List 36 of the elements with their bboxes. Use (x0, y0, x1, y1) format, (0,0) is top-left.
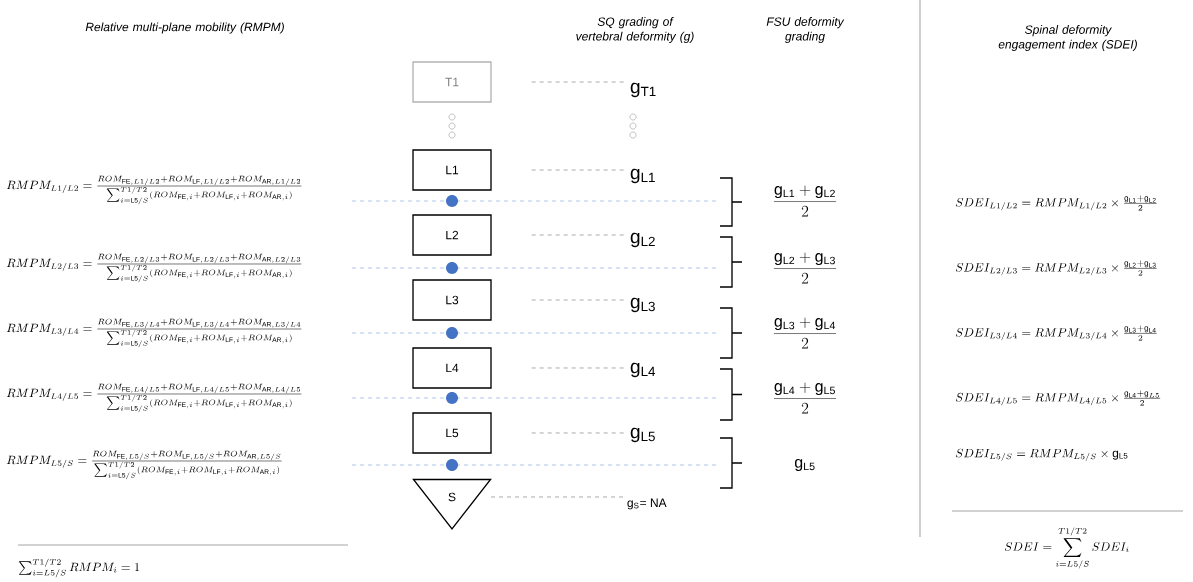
grade-label: g$_{S}$= NA (627, 498, 667, 510)
grade-label: g$_{L1}$ (630, 168, 655, 184)
grade-label: g$_{T1}$ (630, 82, 656, 98)
formula: $RMPM_{L5/S} = \frac{ROM_{\mathrm{FE},L5/S}+ROM_{\mathrm{LF},L5/S}+ROM_{\mathrm{AR},L5/S}}{\sum_{i=\mathrm{L5}/S}^{T1/T2}(ROM_{\mathrm{FE},i}+ROM_{\mathrm{LF},i}+ROM_{\mathrm{AR},i})}$ (6, 450, 282, 480)
formula: $SDEI = \sum_{i=L5/S}^{T1/T2} SDEI_i$ (1004, 527, 1129, 569)
formula: $SDEI_{L4/L5} = RMPM_{L4/L5} \times \frac{\mathrm{g}_{\mathrm{L4}}+\mathrm{g}_{L5}}{2}$ (955, 390, 1161, 406)
formula: $\mathrm{g}_{\mathrm{L5}}$ (794, 459, 815, 471)
sacrum-triangle: S (412, 478, 492, 530)
formula: $RMPM_{L3/L4} = \frac{ROM_{\mathrm{FE},L3/L4}+ROM_{\mathrm{LF},L3/L4}+ROM_{\mathrm{AR},L3/L4}}{\sum_{i=\mathrm{L5}/S}^{T1/T2}(ROM_{\mathrm{FE},i}+ROM_{\mathrm{LF},i}+ROM_{\mathrm{AR},i})}$ (6, 318, 302, 348)
column-heading: Spinal deformity engagement index (SDEI) (998, 25, 1137, 51)
vertebra-box: L1 (412, 149, 492, 191)
formula: $\frac{\mathrm{g}_{\mathrm{L3}}+\mathrm{g}_{\mathrm{L4}}}{2}$ (773, 317, 837, 349)
column-heading: FSU deformity grading (766, 17, 845, 43)
formula: $RMPM_{L4/L5} = \frac{ROM_{\mathrm{FE},L4/L5}+ROM_{\mathrm{LF},L4/L5}+ROM_{\mathrm{AR},L4/L5}}{\sum_{i=\mathrm{L5}/S}^{T1/T2}(ROM_{\mathrm{FE},i}+ROM_{\mathrm{LF},i}+ROM_{\mathrm{AR},i})}$ (6, 383, 302, 413)
grade-label: g$_{L4}$ (630, 362, 656, 378)
formula: $RMPM_{L1/L2} = \frac{ROM_{\mathrm{FE},L1/L2}+ROM_{\mathrm{LF},L1/L2}+ROM_{\mathrm{AR},L1/L2}}{\sum_{i=\mathrm{L5}/S}^{T1/T2}(ROM_{\mathrm{FE},i}+ROM_{\mathrm{LF},i}+ROM_{\mathrm{AR},i})}$ (6, 175, 302, 205)
grade-label: g$_{L3}$ (630, 297, 655, 313)
grade-label: g$_{L5}$ (630, 427, 655, 443)
formula: $\frac{\mathrm{g}_{\mathrm{L4}}+\mathrm{g}_{\mathrm{L5}}}{2}$ (773, 382, 837, 414)
column-heading: SQ grading of vertebral deformity (g) (576, 17, 694, 43)
grade-label: g$_{L2}$ (630, 232, 655, 248)
formula: $\frac{\mathrm{g}_{\mathrm{L1}}+\mathrm{g}_{\mathrm{L2}}}{2}$ (773, 185, 837, 217)
formula: $SDEI_{L2/L3} = RMPM_{L2/L3} \times \frac{\mathrm{g}_{\mathrm{L2}}+\mathrm{g}_{\mathrm{L3}}}{2}$ (955, 260, 1157, 276)
vertebra-box: L3 (412, 279, 492, 321)
vertebra-box: L2 (412, 214, 492, 256)
leader-line (490, 496, 625, 498)
formula: $SDEI_{L1/L2} = RMPM_{L1/L2} \times \frac{\mathrm{g}_{\mathrm{L1}}+\mathrm{g}_{\mathrm{L2}}}{2}$ (955, 195, 1157, 211)
column-heading: Relative multi-plane mobility (RMPM) (85, 22, 284, 34)
formula: $\sum_{i=L5/S}^{T1/T2} RMPM_i = 1$ (19, 558, 140, 578)
vertebra-box: L5 (412, 412, 492, 454)
formula: $SDEI_{L5/S} = RMPM_{L5/S} \times \mathrm{g}_{\mathrm{L5}}$ (955, 448, 1128, 462)
formula: $RMPM_{L2/L3} = \frac{ROM_{\mathrm{FE},L2/L3}+ROM_{\mathrm{LF},L2/L3}+ROM_{\mathrm{AR},L2/L3}}{\sum_{i=\mathrm{L5}/S}^{T1/T2}(ROM_{\mathrm{FE},i}+ROM_{\mathrm{LF},i}+ROM_{\mathrm{AR},i})}$ (6, 253, 302, 283)
vertebra-box: T1 (412, 61, 492, 103)
formula: $\frac{\mathrm{g}_{\mathrm{L2}}+\mathrm{g}_{\mathrm{L3}}}{2}$ (773, 252, 837, 284)
formula: $SDEI_{L3/L4} = RMPM_{L3/L4} \times \frac{\mathrm{g}_{\mathrm{L3}}+\mathrm{g}_{\mathrm{L4}}}{2}$ (955, 325, 1157, 341)
vertebra-box: L4 (412, 347, 492, 389)
